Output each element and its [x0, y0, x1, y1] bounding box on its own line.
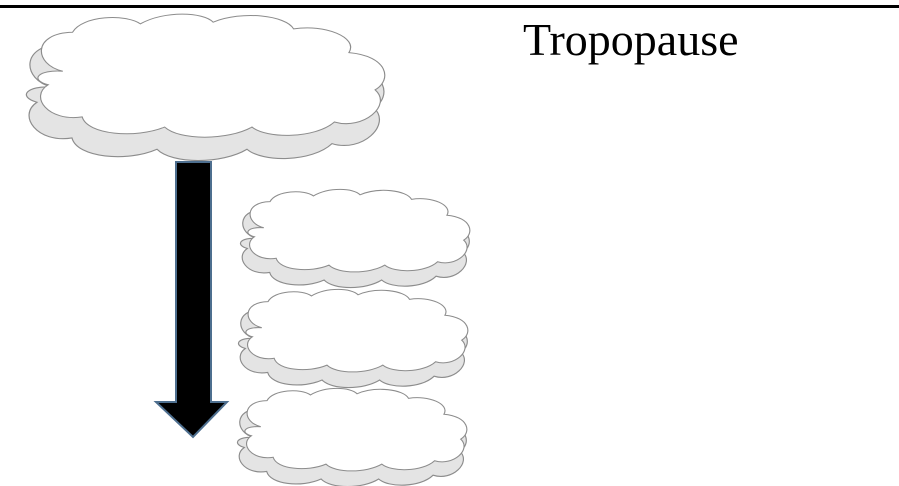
small-cloud: [236, 387, 468, 486]
large-cloud: [25, 13, 386, 162]
tropopause-label: Tropopause: [523, 14, 739, 65]
small-cloud: [239, 188, 471, 289]
down-arrow: [153, 161, 230, 439]
small-cloud: [237, 288, 469, 389]
